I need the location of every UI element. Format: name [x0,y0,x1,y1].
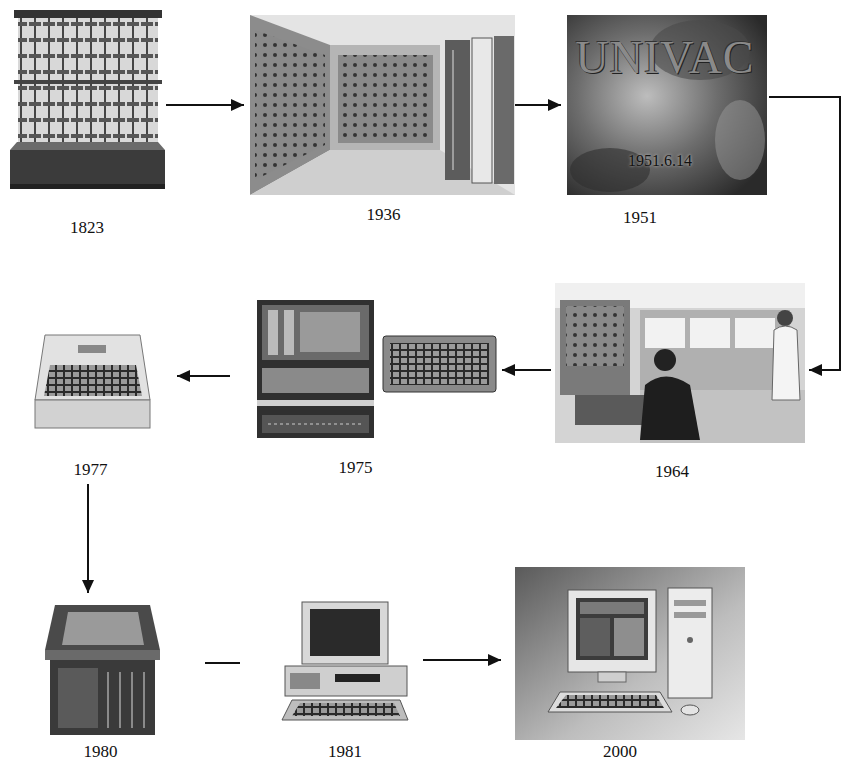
altair-computer [257,300,496,438]
timeline-arrow [769,97,840,370]
year-label: 1823 [8,218,166,238]
timeline-item: 1977 [35,330,150,480]
arrow-head [231,99,244,111]
timeline-item: 1964 [555,283,805,483]
mainframe-room [555,283,805,443]
timeline-arrow [205,662,240,664]
machine-room [250,15,515,195]
univac-image [567,15,767,195]
timeline-item: 1823 [8,8,166,240]
year-label: 1977 [33,460,148,480]
timeline-item: 1980 [45,600,160,762]
timeline-item: 1981 [280,600,410,762]
year-label: 2000 [505,742,735,762]
year-label: 1951 [540,208,740,228]
arrow-head [488,654,501,666]
year-label: 1981 [280,742,410,762]
timeline-item: 1975 [255,298,498,479]
image-text: 1951.6.14 [560,152,760,170]
timeline-arrow [87,484,89,593]
year-label: 1964 [547,462,797,482]
year-label: 1980 [43,742,158,762]
arrow-head [548,99,561,111]
arrow-head [82,580,94,593]
ibm-pc [282,602,408,720]
arrow-head [809,364,822,376]
image-text: UNIVAC [565,32,765,85]
timeline-item: UNIVAC1951.6.141951 [567,15,767,235]
apple-ii [35,335,150,428]
arrow-head [177,370,190,382]
terminal-cabinet [45,605,160,735]
arrow-head [502,364,515,376]
timeline-item: 1936 [250,15,515,230]
timeline-item: 2000 [515,567,745,762]
year-label: 1975 [234,458,477,478]
desktop-pc [515,567,745,740]
difference-engine [10,10,165,189]
year-label: 1936 [251,205,516,225]
